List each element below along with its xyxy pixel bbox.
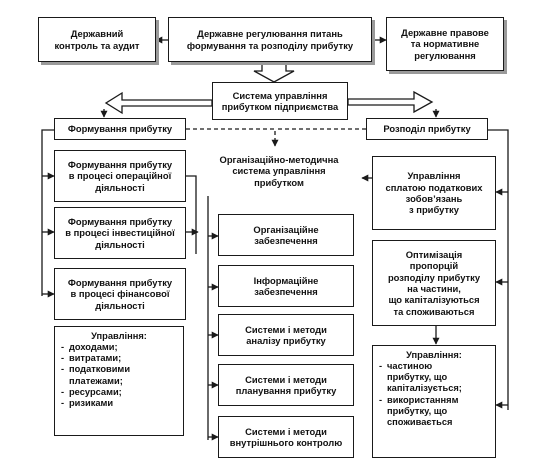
formation-operating-box: Формування прибутку в процесі операційно… bbox=[54, 150, 186, 202]
state-control-box: Державний контроль та аудит bbox=[38, 17, 156, 62]
distribution-title: Розподіл прибутку bbox=[366, 118, 488, 140]
formation-management-item: ризиками bbox=[59, 398, 179, 409]
formation-management-item: платежами; bbox=[69, 375, 123, 386]
org-method-system-title: Організаційно-методична система управлін… bbox=[219, 154, 339, 188]
distribution-management-heading: Управління: bbox=[406, 350, 462, 360]
formation-management-item: податковими bbox=[59, 364, 179, 375]
formation-management-item: ресурсами; bbox=[59, 387, 179, 398]
hollow-arrow-right bbox=[347, 90, 434, 114]
formation-management-item: витратами; bbox=[59, 353, 179, 364]
formation-title: Формування прибутку bbox=[54, 118, 186, 140]
distribution-management-item: капіталізується; bbox=[387, 383, 462, 394]
distribution-management-item: використанням bbox=[377, 395, 491, 406]
formation-investment-box: Формування прибутку в процесі інвестицій… bbox=[54, 207, 186, 259]
formation-financial-box: Формування прибутку в процесі фінансової… bbox=[54, 268, 186, 320]
formation-management-list: доходами; витратами; податковими платежа… bbox=[59, 342, 179, 409]
dashed-link-left bbox=[186, 128, 279, 147]
analysis-methods-box: Системи і методи аналізу прибутку bbox=[218, 314, 354, 356]
hollow-arrow-down bbox=[253, 63, 295, 83]
profit-management-system-box: Система управління прибутком підприємств… bbox=[212, 82, 348, 120]
state-regulation-box: Державне регулювання питань формування т… bbox=[168, 17, 372, 62]
formation-management-box: Управління: доходами; витратами; податко… bbox=[54, 326, 184, 436]
distribution-management-item: прибутку, що bbox=[387, 405, 448, 416]
distribution-management-item: прибутку, що bbox=[387, 372, 448, 383]
state-legal-box: Державне правове та нормативне регулюван… bbox=[386, 17, 504, 71]
org-support-box: Організаційне забезпечення bbox=[218, 214, 354, 256]
distribution-management-item: частиною bbox=[377, 361, 491, 372]
info-support-box: Інформаційне забезпечення bbox=[218, 265, 354, 307]
distribution-management-item: споживається bbox=[387, 416, 453, 427]
tax-liabilities-box: Управління сплатою податкових зобов’язан… bbox=[372, 156, 496, 230]
left-bracket bbox=[41, 129, 54, 296]
formation-management-heading: Управління: bbox=[91, 331, 147, 341]
distribution-optimization-box: Оптимізація пропорцій розподілу прибутку… bbox=[372, 240, 496, 326]
formation-management-item: доходами; bbox=[59, 342, 179, 353]
distribution-management-list: частиною прибутку, що капіталізується; в… bbox=[377, 361, 491, 428]
hollow-arrow-left bbox=[104, 91, 213, 115]
right-bracket bbox=[488, 129, 509, 410]
planning-methods-box: Системи і методи планування прибутку bbox=[218, 364, 354, 406]
line-right-from-formation bbox=[186, 175, 197, 254]
control-methods-box: Системи і методи внутрішнього контролю bbox=[218, 416, 354, 458]
distribution-management-box: Управління: частиною прибутку, що капіта… bbox=[372, 345, 496, 458]
